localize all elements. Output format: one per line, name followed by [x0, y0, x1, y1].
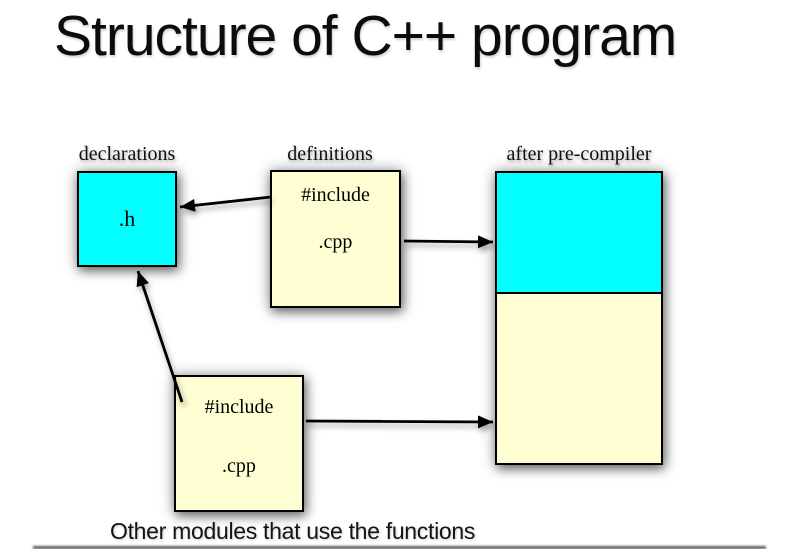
include-directive-label: #include [204, 396, 274, 418]
header-file-label: .h [118, 206, 136, 231]
precompiled-source-section [497, 294, 661, 463]
declarations-header-box: .h [77, 171, 177, 267]
slide-caption: Other modules that use the functions [110, 518, 476, 544]
source-file-label: .cpp [222, 455, 256, 477]
arrow-other-module-to-precompiler [305, 415, 494, 429]
slide-title: Structure of C++ program [54, 4, 677, 68]
label-definitions: definitions [287, 143, 373, 165]
arrow-definitions-to-declarations [179, 195, 272, 212]
label-declarations: declarations [78, 143, 176, 165]
other-module-source-box: #include .cpp [174, 375, 304, 512]
label-after-precompiler: after pre-compiler [506, 143, 652, 165]
source-file-label: .cpp [318, 231, 353, 253]
arrow-definitions-to-precompiler [403, 235, 494, 249]
after-precompiler-box [495, 171, 663, 465]
precompiled-header-section [497, 173, 661, 294]
bottom-edge-shadow [33, 546, 766, 549]
include-directive-label: #include [301, 184, 370, 206]
definitions-source-box: #include .cpp [270, 170, 401, 308]
